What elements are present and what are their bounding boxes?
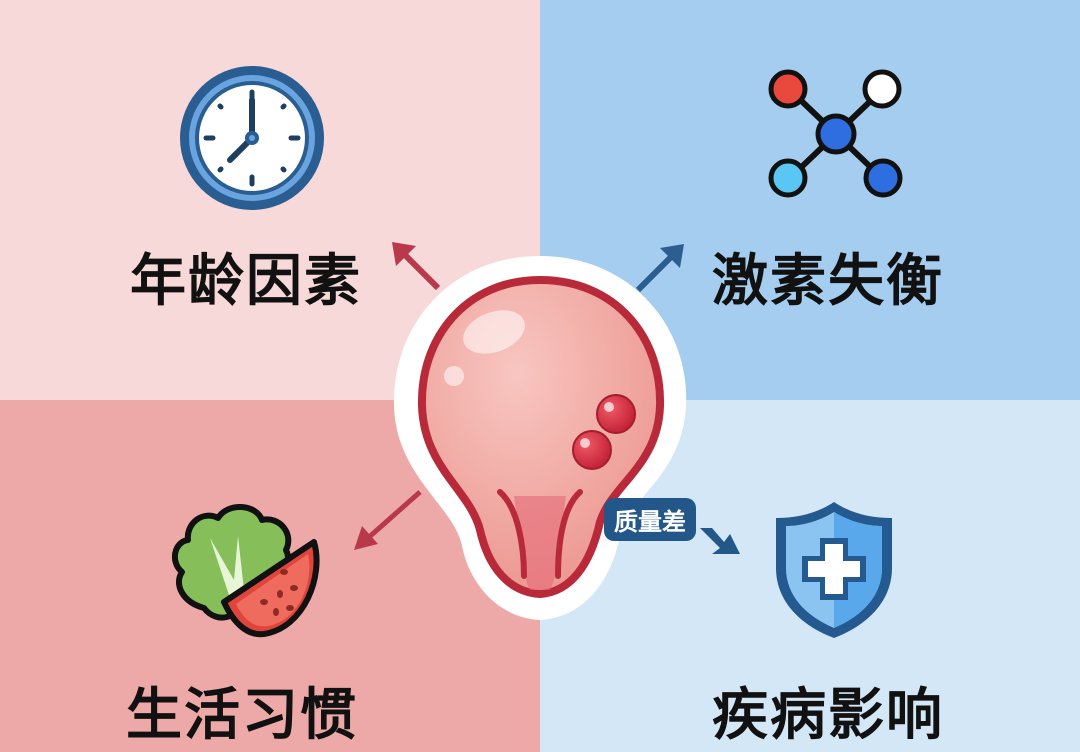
label-age: 年龄因素 xyxy=(130,249,362,314)
quality-badge-text: 质量差 xyxy=(614,508,686,536)
label-hormone: 激素失衡 xyxy=(712,249,944,314)
label-disease: 疾病影响 xyxy=(712,683,944,748)
arrow-to-age-icon xyxy=(392,242,441,291)
arrow-to-lifestyle-icon xyxy=(354,490,422,550)
shield-cross-icon xyxy=(772,498,896,642)
food-icon xyxy=(164,498,324,642)
arrow-to-hormone-icon xyxy=(635,244,684,293)
badge-arrow-icon xyxy=(700,528,740,554)
uterus-egg-icon xyxy=(390,246,690,630)
clock-icon xyxy=(176,62,328,214)
label-lifestyle: 生活习惯 xyxy=(126,683,358,748)
molecule-icon xyxy=(766,68,906,200)
quality-badge: 质量差 xyxy=(604,498,696,541)
